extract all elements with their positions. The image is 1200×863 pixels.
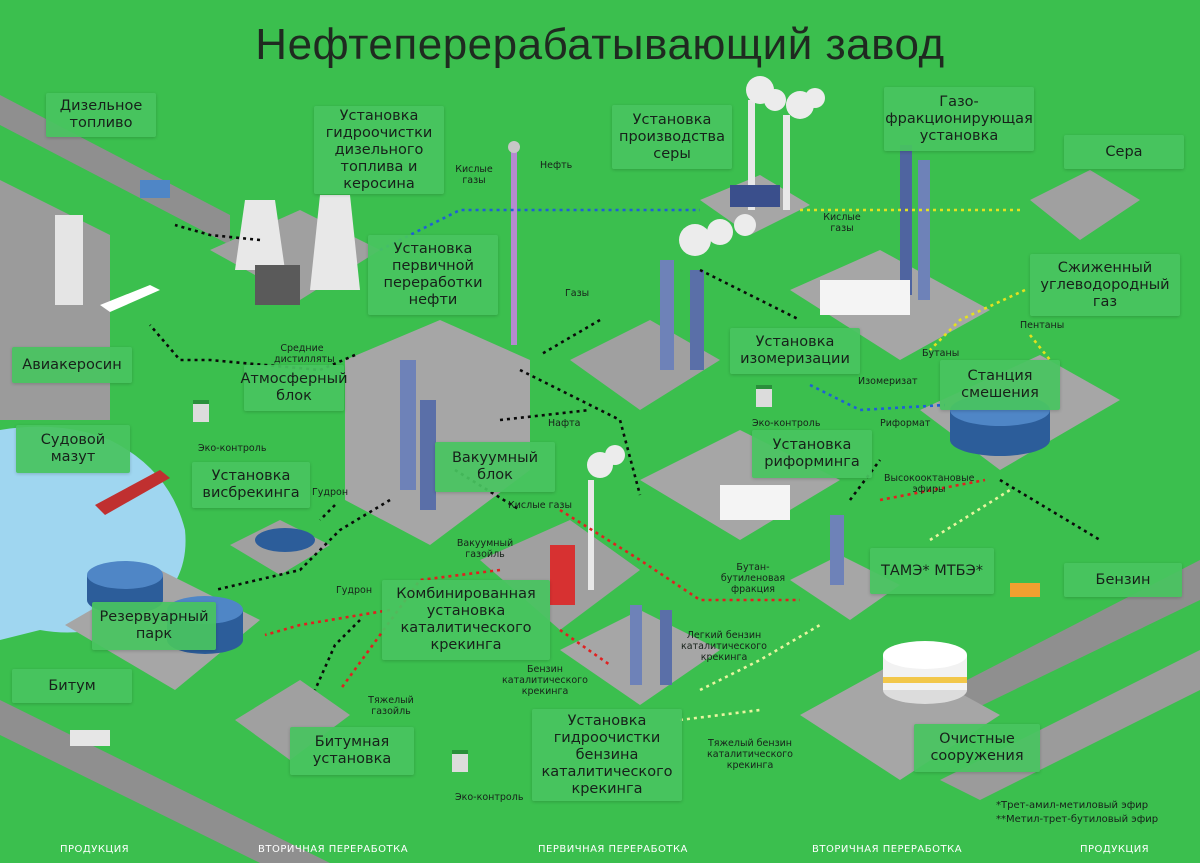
box-primary: Установка первичной переработки нефти xyxy=(368,235,498,315)
oil-pipe xyxy=(511,150,517,345)
label-tar-1: Гудрон xyxy=(312,487,349,498)
box-hydrotreat-gas: Установка гидроочистки бензина каталитич… xyxy=(532,709,682,801)
legend-secondary-right: ВТОРИЧНАЯ ПЕРЕРАБОТКА xyxy=(812,844,963,855)
label-naphtha: Нафта xyxy=(548,418,581,429)
label-tar-2: Гудрон xyxy=(336,585,373,596)
platform-lpg xyxy=(1030,170,1140,240)
flows-primary xyxy=(149,223,1101,691)
label-eco-2: Эко-контроль xyxy=(198,443,267,454)
vehicles xyxy=(70,180,1040,746)
box-sulfur: Сера xyxy=(1064,135,1184,169)
label-butane-butylene: Бутан-бутиленовая фракция xyxy=(720,562,786,595)
footnote-mtbe: **Метил-трет-бутиловый эфир xyxy=(996,814,1159,825)
box-blend: Станция смешения xyxy=(940,360,1060,410)
label-acid-gases-1: Кислые газы xyxy=(455,164,493,186)
distillation-columns xyxy=(400,145,930,685)
box-bitumen-unit: Битумная установка xyxy=(290,727,414,775)
page-title: Нефтеперерабатывающий завод xyxy=(255,20,945,69)
label-isomerate: Изомеризат xyxy=(858,376,918,387)
footnote-tame: *Трет-амил-метиловый эфир xyxy=(996,800,1149,811)
label-cat-gasoline: Бензин каталитического крекинга xyxy=(502,664,588,697)
box-visbreak: Установка висбрекинга xyxy=(192,462,310,508)
label-acid-gases-2: Кислые газы xyxy=(823,212,861,234)
label-heavy-gasoil: Тяжелый газойль xyxy=(368,695,414,717)
label-light-gasoline: Легкий бензин каталитического крекинга xyxy=(681,630,767,663)
cooling-towers xyxy=(235,195,360,290)
label-acid-gases-3: Кислые газы xyxy=(508,500,572,511)
oil-pipe-cap xyxy=(508,141,520,153)
label-oil: Нефть xyxy=(540,160,573,171)
platform-bitumen xyxy=(235,680,350,760)
label-reformate: Риформат xyxy=(880,418,931,429)
box-fcc: Комбинированная установка каталитическог… xyxy=(382,580,550,660)
label-pentanes: Пентаны xyxy=(1020,320,1065,331)
label-butanes: Бутаны xyxy=(922,348,960,359)
label-vac-gasoil: Вакуумный газойль xyxy=(456,538,514,560)
smoke xyxy=(587,76,825,478)
platform-primary xyxy=(345,320,530,545)
box-vacuum: Вакуумный блок xyxy=(435,442,555,492)
legend-bar: ПРОДУКЦИЯ ВТОРИЧНАЯ ПЕРЕРАБОТКА ПЕРВИЧНА… xyxy=(0,838,1200,863)
label-eco-3: Эко-контроль xyxy=(455,792,524,803)
box-diesel: Дизельное топливо xyxy=(46,93,156,137)
box-atm: Атмосферный блок xyxy=(240,365,348,411)
legend-product-left: ПРОДУКЦИЯ xyxy=(60,844,130,855)
flows-gas xyxy=(800,208,1052,361)
buildings xyxy=(55,185,910,605)
box-bitumen: Битум xyxy=(12,669,132,703)
eco-control-icon xyxy=(756,385,772,407)
box-tame: ТАМЭ* МТБЭ* xyxy=(870,548,994,594)
label-high-octane: Высокооктановые эфиры xyxy=(884,473,975,495)
chimneys xyxy=(588,100,790,590)
box-sulfur-unit: Установка производства серы xyxy=(612,105,732,169)
label-eco-1: Эко-контроль xyxy=(752,418,821,429)
box-treatment: Очистные сооружения xyxy=(914,724,1040,772)
label-gases: Газы xyxy=(565,288,590,299)
label-mid-distillates: Средние дистилляты xyxy=(274,343,335,365)
legend-primary: ПЕРВИЧНАЯ ПЕРЕРАБОТКА xyxy=(538,844,688,855)
box-isom: Установка изомеризации xyxy=(730,328,860,374)
box-tank: Резервуарный парк xyxy=(92,602,216,650)
legend-product-right: ПРОДУКЦИЯ xyxy=(1080,844,1150,855)
label-heavy-gasoline: Тяжелый бензин каталитического крекинга xyxy=(707,738,793,771)
box-avia: Авиакеросин xyxy=(12,347,132,383)
box-hydrotreat-diesel: Установка гидроочистки дизельного топлив… xyxy=(314,106,444,194)
flows-secondary xyxy=(264,478,986,691)
platform-gas-storage xyxy=(570,320,720,410)
box-lpg: Сжиженный углеводородный газ xyxy=(1030,254,1180,316)
flows-product xyxy=(679,488,1011,722)
legend-secondary-left: ВТОРИЧНАЯ ПЕРЕРАБОТКА xyxy=(258,844,409,855)
box-marine: Судовой мазут xyxy=(16,425,130,473)
eco-control-icon xyxy=(193,400,209,422)
box-reform: Установка риформинга xyxy=(752,430,872,478)
box-gasoline: Бензин xyxy=(1064,563,1182,597)
eco-control-icon xyxy=(452,750,468,772)
box-gas-fract: Газо-фракционирующая установка xyxy=(884,87,1034,151)
